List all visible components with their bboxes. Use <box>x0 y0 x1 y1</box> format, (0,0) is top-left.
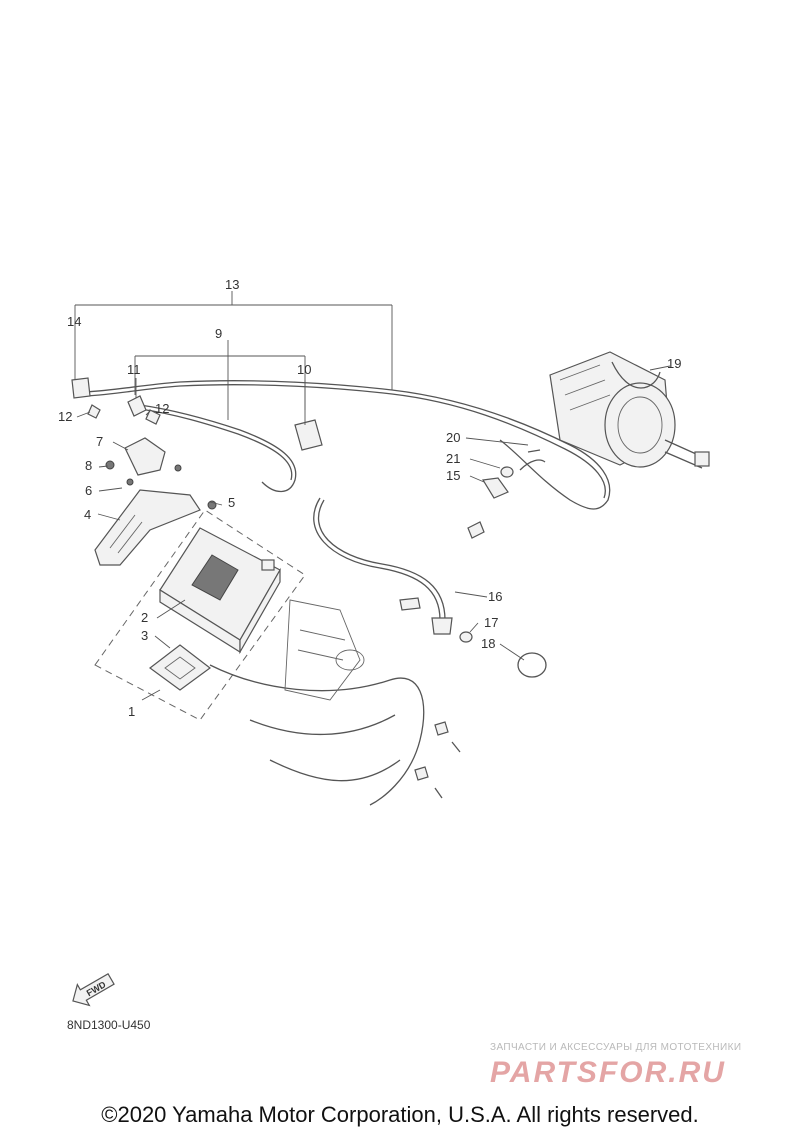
callout-2: 2 <box>141 610 148 625</box>
terminal-parts <box>399 449 547 678</box>
callout-9: 9 <box>215 326 222 341</box>
callout-8: 8 <box>85 458 92 473</box>
battery-cable <box>84 380 611 510</box>
battery-bracket <box>94 489 201 566</box>
callout-labels: 13 14 9 11 10 19 12 12 7 8 6 5 4 20 21 1… <box>58 277 681 719</box>
callout-6: 6 <box>85 483 92 498</box>
callout-1: 1 <box>128 704 135 719</box>
watermark-logo: PARTSFOR.RU <box>490 1056 726 1089</box>
callout-16: 16 <box>488 589 502 604</box>
callout-7: 7 <box>96 434 103 449</box>
callout-18: 18 <box>481 636 495 651</box>
relay-assembly <box>71 377 323 510</box>
battery <box>159 527 281 655</box>
callout-19: 19 <box>667 356 681 371</box>
callout-11: 11 <box>127 362 141 377</box>
battery-pad <box>148 644 212 691</box>
callout-21: 21 <box>446 451 460 466</box>
callout-15: 15 <box>446 468 460 483</box>
copyright-notice: ©2020 Yamaha Motor Corporation, U.S.A. A… <box>101 1102 699 1127</box>
hull-frame <box>209 521 485 806</box>
fwd-arrow-icon: FWD <box>72 972 115 1007</box>
callout-12-b: 12 <box>155 401 169 416</box>
ground-cable <box>313 497 453 635</box>
watermark-tagline: ЗАПЧАСТИ И АКСЕССУАРЫ ДЛЯ МОТОТЕХНИКИ <box>490 1042 742 1053</box>
callout-12-a: 12 <box>58 409 72 424</box>
callout-20: 20 <box>446 430 460 445</box>
callout-5: 5 <box>228 495 235 510</box>
bracket-13 <box>74 291 393 420</box>
diagram-code: 8ND1300-U450 <box>67 1018 151 1032</box>
callout-4: 4 <box>84 507 91 522</box>
leader-lines <box>76 365 671 701</box>
callout-10: 10 <box>297 362 311 377</box>
battery-box <box>94 509 306 721</box>
callout-14: 14 <box>67 314 81 329</box>
starter-motor <box>549 351 710 469</box>
callout-17: 17 <box>484 615 498 630</box>
callout-13: 13 <box>225 277 239 292</box>
callout-3: 3 <box>141 628 148 643</box>
